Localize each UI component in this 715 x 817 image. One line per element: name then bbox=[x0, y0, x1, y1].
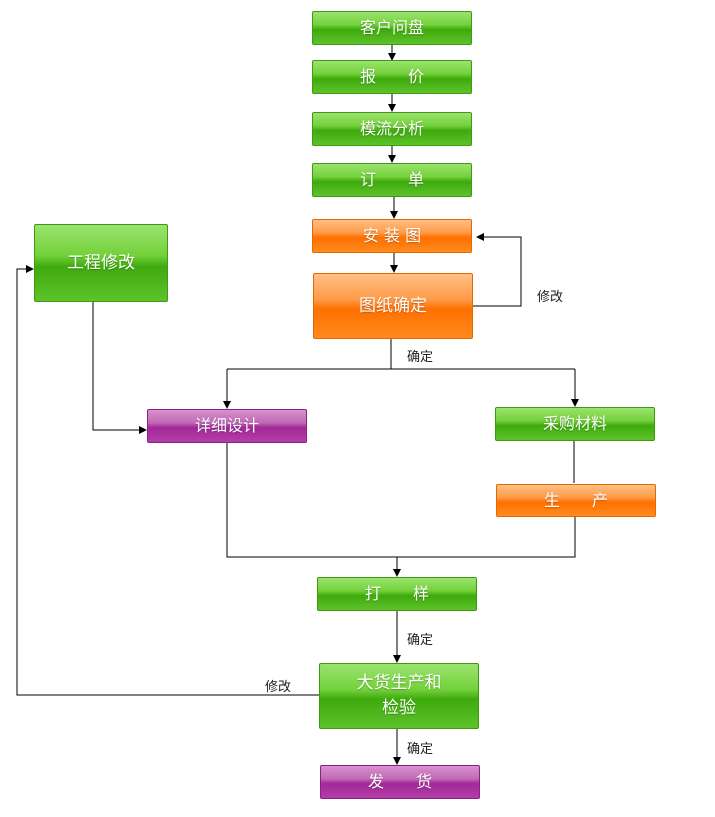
arrow-engchange-detail bbox=[92, 302, 147, 434]
node-order: 订 单 bbox=[312, 163, 472, 197]
node-drawing-confirm: 图纸确定 bbox=[313, 273, 473, 339]
arrow-modify-loop bbox=[473, 233, 522, 307]
label-confirm-massprod: 确定 bbox=[407, 742, 434, 757]
node-mass-production-inspection: 大货生产和 检验 bbox=[319, 663, 479, 729]
node-production: 生 产 bbox=[496, 484, 656, 517]
label-modify-massprod: 修改 bbox=[265, 680, 292, 695]
node-sample: 打 样 bbox=[317, 577, 477, 611]
label-confirm-sample: 确定 bbox=[407, 633, 434, 648]
node-inquiry: 客户问盘 bbox=[312, 11, 472, 45]
arrow-massprod-engchange bbox=[16, 265, 319, 696]
node-engineering-change: 工程修改 bbox=[34, 224, 168, 302]
node-install-drawing: 安 装 图 bbox=[312, 219, 472, 253]
node-mold-flow-analysis: 模流分析 bbox=[312, 112, 472, 146]
label-modify-loop: 修改 bbox=[537, 290, 564, 305]
node-quote: 报 价 bbox=[312, 60, 472, 94]
line-detail-merge bbox=[226, 443, 576, 558]
node-purchase-materials: 采购材料 bbox=[495, 407, 655, 441]
node-detail-design: 详细设计 bbox=[147, 409, 307, 443]
label-confirm-drawing: 确定 bbox=[407, 350, 434, 365]
node-shipping: 发 货 bbox=[320, 765, 480, 799]
